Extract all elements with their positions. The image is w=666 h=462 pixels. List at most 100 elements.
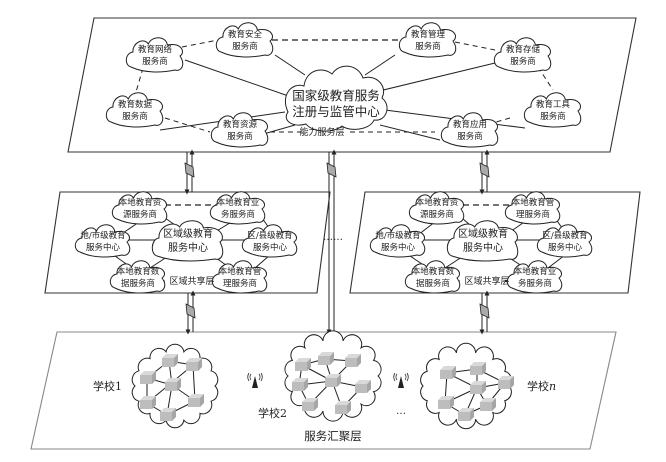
regional-node-bottom-left-line1: 本地教育数	[412, 266, 455, 277]
network-switch-icon	[325, 374, 341, 387]
regional-node-bottom-left-line2: 据服务商	[121, 278, 155, 289]
regional-center-cloud-line1: 区域级教育	[163, 227, 213, 240]
network-switch-icon	[345, 354, 361, 367]
network-switch-icon	[165, 378, 181, 391]
national-center-line1: 国家级教育服务	[292, 88, 380, 103]
network-switch-icon	[162, 354, 178, 367]
network-switch-icon	[355, 380, 371, 393]
school-network-1	[131, 343, 219, 429]
wireless-antenna-icon	[247, 372, 263, 388]
regional-node-top-left-line1: 本地教育资	[119, 197, 162, 208]
network-switch-icon	[186, 358, 202, 371]
school-network-2	[284, 330, 382, 422]
regional-ellipsis: ……	[323, 232, 343, 243]
network-switch-icon	[140, 371, 156, 384]
aggregation-layer-label: 服务汇聚层	[304, 429, 362, 443]
regional-node-right-line1: 区/县级教育	[542, 230, 587, 241]
regional-node-right-line2: 服务中心	[548, 242, 583, 253]
regional-layer-left: 区域级教育服务中心本地教育资源服务商本地教育业务服务商地/市级教育服务中心区/县…	[74, 191, 298, 294]
regional-node-bottom-left-line1: 本地教育数	[117, 266, 160, 277]
lightning-icon	[479, 162, 490, 178]
provider-cloud-network-line1: 教育网络	[138, 44, 173, 55]
provider-cloud-resource-line2: 服务商	[227, 131, 253, 142]
provider-cloud-data-line2: 服务商	[122, 111, 148, 122]
regional-node-top-left-line1: 本地教育资	[416, 197, 459, 208]
regional-node-top-right-line1: 本地教育业	[217, 197, 260, 208]
regional-node-top-right-line2: 务服务商	[221, 209, 255, 220]
network-switch-icon	[498, 376, 514, 389]
regional-node-right-line2: 服务中心	[253, 242, 288, 253]
network-switch-icon	[470, 362, 486, 375]
regional-node-top-left-line2: 源服务商	[420, 209, 454, 220]
regional-node-top-right-line1: 本地教育管	[512, 197, 555, 208]
network-switch-icon	[335, 401, 351, 414]
network-switch-icon	[470, 381, 486, 394]
regional-node-bottom-left-line2: 据服务商	[416, 278, 450, 289]
network-switch-icon	[160, 408, 176, 421]
lightning-icon	[479, 303, 490, 319]
national-center-cloud: 国家级教育服务 注册与监管中心	[284, 65, 388, 132]
network-switch-icon	[480, 398, 496, 411]
regional-node-bottom-right-line1: 本地教育业	[514, 266, 557, 277]
provider-cloud-storage-line2: 服务商	[510, 56, 536, 67]
school-n-label-text: 学校	[527, 379, 549, 393]
provider-cloud-tools-line1: 教育工具	[536, 99, 571, 110]
regional-node-top-right-line2: 理服务商	[516, 209, 550, 220]
regional-layer-right: 区域级教育服务中心本地教育资源服务商本地教育管理服务商地/市级教育服务中心区/县…	[369, 191, 593, 294]
link-left-region-to-aggregation	[185, 290, 196, 335]
network-switch-icon	[140, 396, 156, 409]
regional-node-right-line1: 区/县级教育	[247, 230, 292, 241]
network-switch-icon	[440, 366, 456, 379]
schools-ellipsis: …	[396, 406, 406, 417]
provider-cloud-application-line2: 服务商	[457, 131, 483, 142]
network-switch-icon	[292, 378, 308, 391]
regional-node-bottom-right-line2: 务服务商	[518, 278, 552, 289]
provider-cloud-management-line1: 教育管理	[411, 29, 446, 40]
regional-layer-label: 区域共享层	[464, 275, 509, 287]
regional-center-cloud-line1: 区域级教育	[458, 227, 508, 240]
network-switch-icon	[188, 394, 204, 407]
link-top-to-left-region	[184, 149, 195, 195]
provider-cloud-tools-line2: 服务商	[540, 111, 566, 122]
provider-cloud-security-line1: 教育安全	[228, 29, 263, 40]
provider-cloud-network-line2: 服务商	[142, 56, 168, 67]
link-top-to-right-region	[479, 149, 490, 195]
network-switch-icon	[295, 358, 311, 371]
school-2-label: 学校2	[258, 406, 287, 420]
regional-node-left-line2: 服务中心	[381, 242, 416, 253]
provider-cloud-data-line1: 教育数据	[118, 99, 153, 110]
link-right-region-to-aggregation	[479, 290, 490, 335]
wireless-antenna-icon	[393, 372, 409, 388]
network-switch-icon	[438, 396, 454, 409]
regional-center-cloud-line2: 服务中心	[463, 241, 503, 254]
network-switch-icon	[458, 408, 474, 421]
network-switch-icon	[302, 398, 318, 411]
school-n-label-suffix: n	[549, 380, 556, 393]
regional-node-left-line1: 地/市级教育	[375, 230, 420, 241]
lightning-icon	[184, 162, 195, 178]
regional-layer-label: 区域共享层	[169, 275, 214, 287]
provider-cloud-management-line2: 服务商	[415, 41, 441, 52]
network-switch-icon	[318, 352, 334, 365]
regional-node-bottom-right-line2: 理服务商	[223, 278, 257, 289]
capability-layer-label: 能力服务层	[299, 126, 344, 138]
